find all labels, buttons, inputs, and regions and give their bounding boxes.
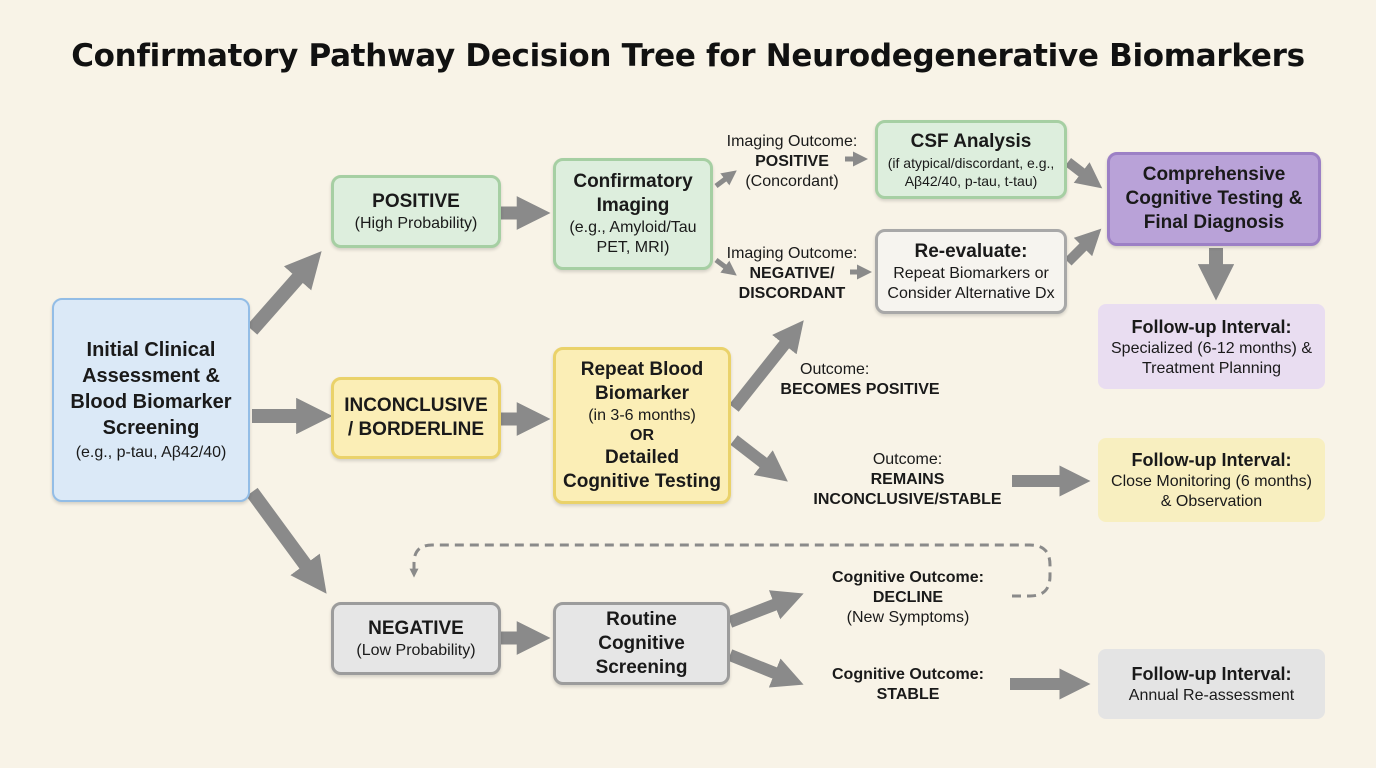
confirmatory-imaging-box: Confirmatory Imaging (e.g., Amyloid/Tau … [553, 158, 713, 270]
label-imaging-negative-line3: DISCORDANT [738, 285, 846, 302]
positive-title: POSITIVE [372, 190, 460, 212]
label-remains-line3: INCONCLUSIVE/STABLE [813, 491, 1002, 508]
positive-sub: (High Probability) [354, 214, 478, 232]
arrow-initial-to-negative [246, 487, 327, 594]
label-imaging-negative-line1: Imaging Outcome: [726, 245, 858, 262]
repeat-biomarker-box: Repeat Blood Biomarker (in 3-6 months) O… [553, 347, 731, 504]
label-becomes-positive: Outcome: BECOMES POSITIVE [770, 360, 950, 400]
reevaluate-title: Re-evaluate: [914, 240, 1028, 262]
label-cognitive-stable: Cognitive Outcome: STABLE [808, 665, 1008, 705]
followup-annual-title: Follow-up Interval: [1131, 664, 1292, 684]
routine-screening-box: Routine Cognitive Screening [553, 602, 730, 685]
arrow-csf-to-comprehensive [1064, 158, 1103, 189]
inconclusive-box: INCONCLUSIVE / BORDERLINE [331, 377, 501, 459]
label-becomes-positive-line2: BECOMES POSITIVE [780, 381, 940, 398]
label-decline-line3: (New Symptoms) [846, 609, 970, 626]
confirmatory-imaging-title: Confirmatory Imaging [573, 171, 693, 216]
initial-assessment-sub: (e.g., p-tau, Aβ42/40) [75, 444, 227, 461]
reevaluate-sub: Repeat Biomarkers or Consider Alternativ… [887, 264, 1055, 302]
confirmatory-imaging-sub: (e.g., Amyloid/Tau PET, MRI) [569, 219, 697, 256]
label-cognitive-decline: Cognitive Outcome: DECLINE (New Symptoms… [808, 568, 1008, 628]
followup-close-sub: Close Monitoring (6 months) & Observatio… [1111, 473, 1312, 510]
followup-specialized-title: Follow-up Interval: [1131, 316, 1292, 337]
label-remains-inconclusive: Outcome: REMAINS INCONCLUSIVE/STABLE [800, 450, 1015, 510]
reevaluate-box: Re-evaluate: Repeat Biomarkers or Consid… [875, 229, 1067, 314]
page-title: Confirmatory Pathway Decision Tree for N… [71, 38, 1305, 74]
inconclusive-title: INCONCLUSIVE / BORDERLINE [344, 395, 488, 440]
label-remains-line2: REMAINS [870, 471, 945, 488]
csf-analysis-box: CSF Analysis (if atypical/discordant, e.… [875, 120, 1067, 199]
routine-screening-title: Routine Cognitive Screening [595, 608, 688, 678]
label-imaging-positive: Imaging Outcome: POSITIVE (Concordant) [712, 132, 872, 192]
arrow-routine-to-stable [727, 649, 804, 688]
followup-close-box: Follow-up Interval: Close Monitoring (6 … [1098, 438, 1325, 522]
repeat-biomarker-or: OR [630, 426, 654, 444]
arrow-routine-to-decline [727, 590, 804, 628]
label-imaging-negative: Imaging Outcome: NEGATIVE/ DISCORDANT [712, 244, 872, 304]
negative-title: NEGATIVE [368, 617, 464, 639]
arrow-initial-to-positive [246, 251, 322, 335]
repeat-biomarker-title: Repeat Blood Biomarker [580, 358, 704, 404]
followup-annual-sub: Annual Re-assessment [1128, 687, 1295, 704]
repeat-biomarker-alt: Detailed Cognitive Testing [563, 446, 721, 492]
arrow-reevaluate-to-comprehensive [1064, 228, 1102, 266]
comprehensive-testing-title: Comprehensive Cognitive Testing & Final … [1125, 164, 1303, 233]
csf-analysis-sub: (if atypical/discordant, e.g., Aβ42/40, … [887, 154, 1055, 189]
arrow-imaging-to-imgneg [714, 258, 737, 276]
negative-sub: (Low Probability) [356, 641, 476, 659]
dashed-feedback-loop [409, 543, 1052, 598]
positive-box: POSITIVE (High Probability) [331, 175, 501, 248]
label-decline-line2: DECLINE [872, 589, 944, 606]
label-stable-line1: Cognitive Outcome: [831, 666, 984, 683]
followup-specialized-box: Follow-up Interval: Specialized (6-12 mo… [1098, 304, 1325, 389]
label-imaging-positive-line2: POSITIVE [755, 153, 829, 170]
label-decline-line1: Cognitive Outcome: [831, 569, 984, 586]
followup-annual-box: Follow-up Interval: Annual Re-assessment [1098, 649, 1325, 719]
negative-box: NEGATIVE (Low Probability) [331, 602, 501, 675]
comprehensive-testing-box: Comprehensive Cognitive Testing & Final … [1107, 152, 1321, 246]
csf-analysis-title: CSF Analysis [910, 130, 1032, 152]
label-imaging-positive-line3: (Concordant) [745, 173, 839, 190]
initial-assessment-box: Initial Clinical Assessment & Blood Biom… [52, 298, 250, 502]
arrow-repeat-to-becomespositive [729, 320, 804, 412]
followup-specialized-sub: Specialized (6-12 months) & Treatment Pl… [1111, 339, 1312, 377]
arrow-imaging-to-imgpos [714, 170, 737, 188]
label-becomes-positive-line1: Outcome: [800, 361, 870, 378]
label-imaging-negative-line2: NEGATIVE/ [749, 265, 835, 282]
repeat-biomarker-sub: (in 3-6 months) [588, 406, 696, 424]
initial-assessment-title: Initial Clinical Assessment & Blood Biom… [70, 339, 232, 439]
label-remains-line1: Outcome: [872, 451, 943, 468]
label-imaging-positive-line1: Imaging Outcome: [726, 133, 858, 150]
arrow-repeat-to-remains [730, 435, 788, 482]
label-stable-line2: STABLE [876, 686, 940, 703]
followup-close-title: Follow-up Interval: [1131, 450, 1292, 470]
